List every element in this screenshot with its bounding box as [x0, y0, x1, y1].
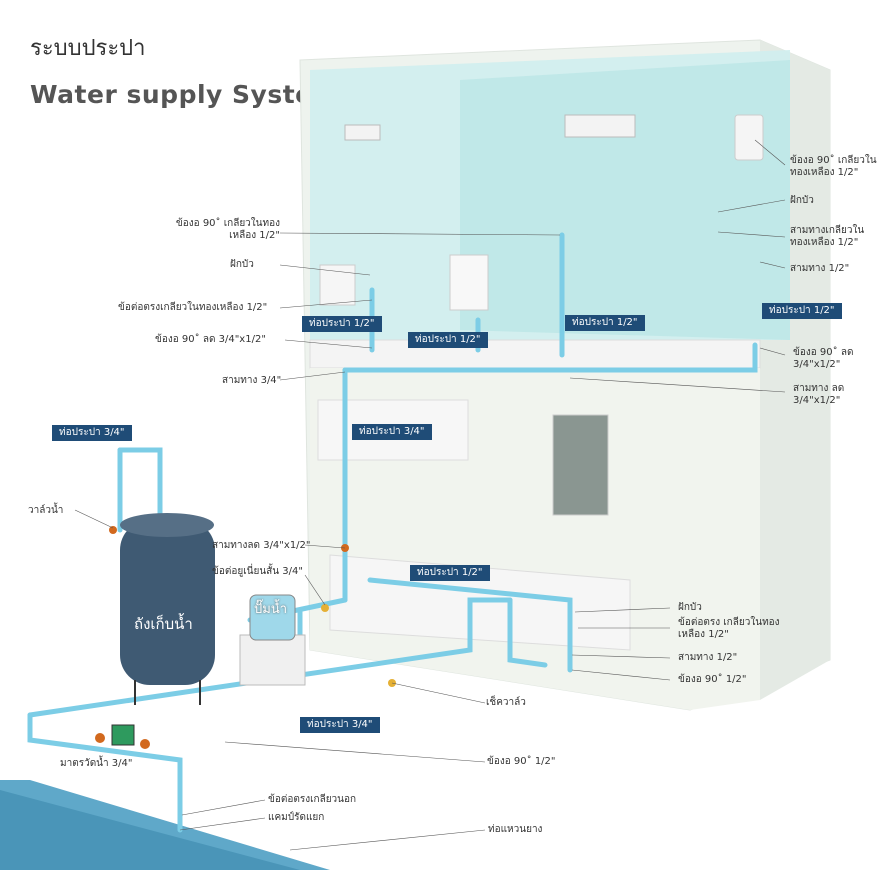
tag-pipe-top1: ท่อประปา 1/2" [302, 316, 382, 332]
kitchen-window [552, 414, 609, 516]
label-elbow-reducer-left: ข้องอ 90˚ ลด 3/4"x1/2" [155, 334, 266, 345]
tag-pipe-bottom: ท่อประปา 3/4" [300, 717, 380, 733]
upper-floor-slab [309, 339, 761, 369]
tag-pipe-top3: ท่อประปา 1/2" [565, 315, 645, 331]
label-main-pipe: ท่อแหวนยาง [488, 824, 543, 835]
tank-label: ถังเก็บน้ำ [134, 615, 193, 633]
label-tee-three-quarter: สามทาง 3/4" [222, 375, 282, 386]
label-tee-kitchen: สามทาง 1/2" [678, 652, 738, 663]
page-title-english: Water supply System [30, 80, 340, 109]
pump-label: ปั๊มน้ำ [254, 602, 288, 617]
label-tee-reducer-right: สามทาง ลด 3/4"x1/2" [793, 383, 845, 406]
label-elbow-kitchen: ข้องอ 90˚ 1/2" [678, 674, 747, 685]
toilet [449, 254, 489, 311]
label-coupling-kitchen: ข้อต่อตรง เกลียวในทองเหลือง 1/2" [678, 617, 780, 640]
tag-pipe-kitchen: ท่อประปา 1/2" [410, 565, 490, 581]
tag-pipe-mid: ท่อประปา 3/4" [352, 424, 432, 440]
page-title-thai: ระบบประปา [30, 36, 146, 61]
label-elbow-reducer-right: ข้องอ 90˚ ลด 3/4"x1/2" [793, 347, 854, 370]
label-tee-reducer-mid: สามทางลด 3/4"x1/2" [212, 540, 311, 551]
upper-vent-1 [344, 124, 381, 141]
water-tank-body [120, 520, 215, 685]
label-meter: มาตรวัดน้ำ 3/4" [60, 758, 133, 769]
label-tee-half-right: สามทาง 1/2" [790, 263, 850, 274]
label-shower-left: ฝักบัว [230, 259, 254, 270]
tag-pipe-top4: ท่อประปา 1/2" [762, 303, 842, 319]
pump-body [249, 594, 296, 641]
sink-upper [319, 264, 356, 306]
label-shower-kitchen: ฝักบัว [678, 602, 702, 613]
label-flex-coupling: ข้อต่อยูเนี่ยนสั้น 3/4" [212, 566, 303, 577]
water-heater [734, 114, 764, 161]
label-elbow-bottom: ข้องอ 90˚ 1/2" [487, 756, 556, 767]
label-coupling-brass: ข้อต่อตรงเกลียวในทองเหลือง 1/2" [118, 302, 268, 313]
label-elbow-brass-top-right: ข้องอ 90˚ เกลียวในทองเหลือง 1/2" [790, 155, 877, 178]
label-check-valve: เช็ควาล์ว [486, 697, 526, 708]
upper-vent-2 [564, 114, 636, 138]
tag-pipe-tank: ท่อประปา 3/4" [52, 425, 132, 441]
label-elbow-brass-left: ข้องอ 90˚ เกลียวในทองเหลือง 1/2" [175, 218, 280, 241]
label-valve: วาล์วน้ำ [28, 505, 64, 516]
upper-glass-right [460, 60, 790, 340]
leader-lines [74, 139, 786, 851]
label-tee-brass-right: สามทางเกลียวใน ทองเหลือง 1/2" [790, 225, 865, 248]
label-saddle-clamp: แคมป์รัดแยก [268, 812, 325, 823]
water-tank-top [120, 513, 214, 537]
pump-base [239, 634, 306, 686]
label-shower: ฝักบัว [790, 195, 814, 206]
label-male-adapter: ข้อต่อตรงเกลียวนอก [268, 794, 357, 805]
tag-pipe-top2: ท่อประปา 1/2" [408, 332, 488, 348]
water-meter [111, 724, 135, 746]
